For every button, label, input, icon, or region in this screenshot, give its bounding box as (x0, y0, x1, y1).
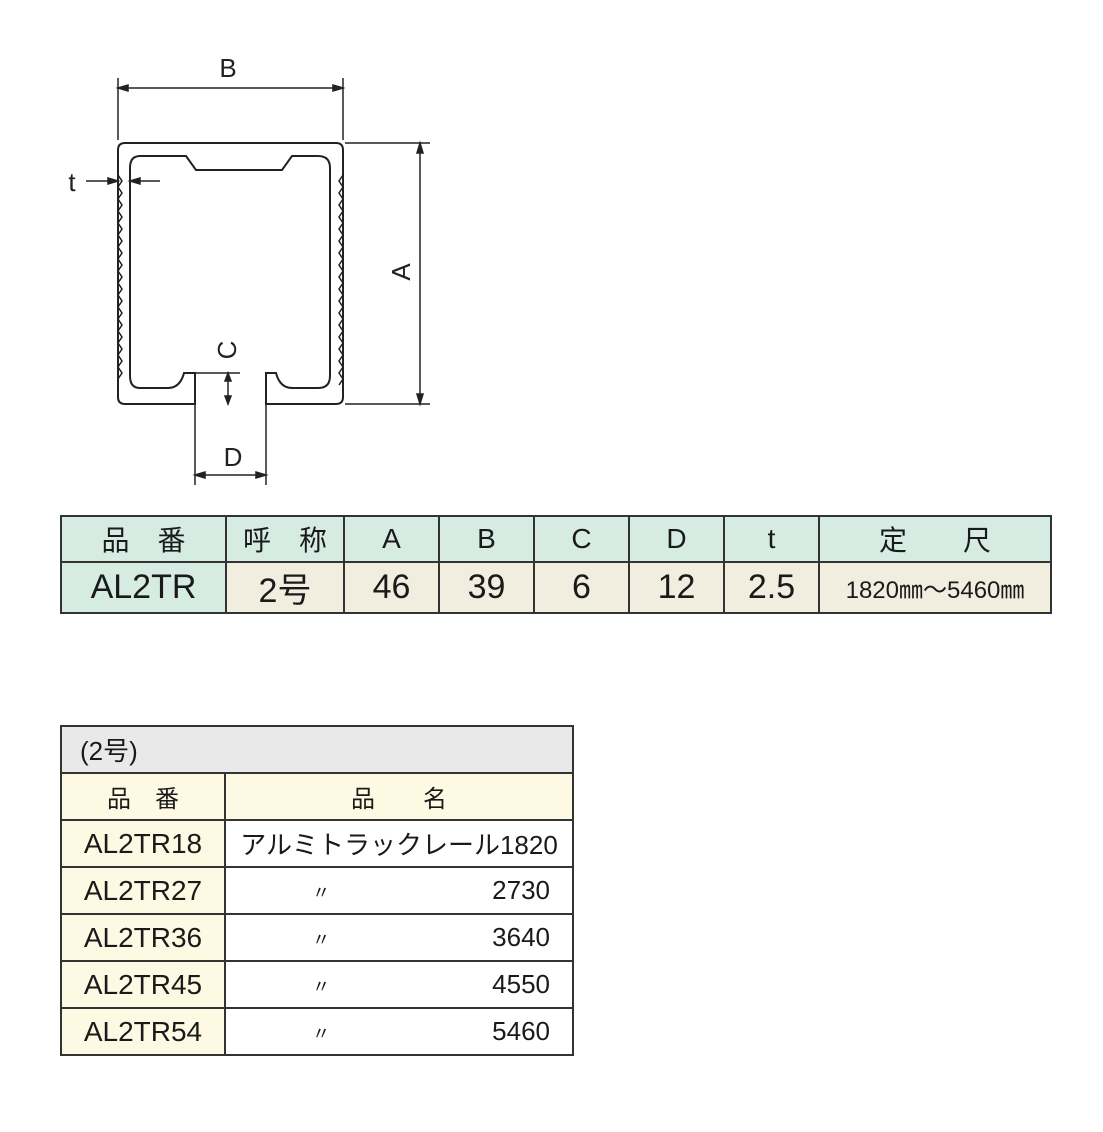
product-name: 4550 (492, 969, 550, 999)
header-t: t (723, 515, 820, 563)
product-table-title: (2号) (60, 725, 574, 774)
product-code: AL2TR45 (60, 960, 226, 1009)
product-code: AL2TR27 (60, 866, 226, 915)
value-d: 12 (628, 561, 725, 614)
table-row: AL2TR54 〃 5460 (60, 1007, 574, 1056)
label-a: A (386, 263, 416, 281)
value-a: 46 (343, 561, 440, 614)
product-code: AL2TR18 (60, 819, 226, 868)
table-row: AL2TR18 アルミトラックレール1820 (60, 819, 574, 868)
dimension-lines (86, 78, 430, 485)
value-b: 39 (438, 561, 535, 614)
rail-cross-section-drawing: B A t C D (68, 53, 430, 485)
label-t: t (68, 167, 76, 197)
value-code: AL2TR (60, 561, 227, 614)
product-name: 5460 (492, 1016, 550, 1046)
value-size: 2号 (225, 561, 345, 614)
header-name: 品 名 (224, 772, 574, 821)
product-header-row: 品 番 品 名 (60, 772, 574, 821)
header-b: B (438, 515, 535, 563)
header-size: 呼 称 (225, 515, 345, 563)
ditto-mark: 〃 (312, 977, 331, 997)
header-c: C (533, 515, 630, 563)
rail-profile (117, 142, 344, 405)
spec-value-row: AL2TR 2号 46 39 6 12 2.5 1820㎜〜5460㎜ (60, 561, 1052, 614)
ditto-mark: 〃 (312, 930, 331, 950)
value-length: 1820㎜〜5460㎜ (818, 561, 1052, 614)
label-d: D (224, 442, 243, 472)
header-d: D (628, 515, 725, 563)
label-b: B (219, 53, 236, 83)
table-row: AL2TR45 〃 4550 (60, 960, 574, 1009)
product-code: AL2TR36 (60, 913, 226, 962)
product-table: (2号) 品 番 品 名 AL2TR18 アルミトラックレール1820 AL2T… (60, 725, 574, 1056)
ditto-mark: 〃 (312, 1024, 331, 1044)
product-name: 2730 (492, 875, 550, 905)
header-length: 定 尺 (818, 515, 1052, 563)
ditto-mark: 〃 (312, 883, 331, 903)
label-c: C (212, 341, 242, 360)
value-c: 6 (533, 561, 630, 614)
spec-header-row: 品 番 呼 称 A B C D t 定 尺 (60, 515, 1052, 563)
product-code: AL2TR54 (60, 1007, 226, 1056)
product-name: アルミトラックレール1820 (224, 819, 574, 868)
table-row: AL2TR36 〃 3640 (60, 913, 574, 962)
value-t: 2.5 (723, 561, 820, 614)
spec-table: 品 番 呼 称 A B C D t 定 尺 AL2TR 2号 46 39 6 1… (60, 515, 1052, 614)
header-a: A (343, 515, 440, 563)
table-row: AL2TR27 〃 2730 (60, 866, 574, 915)
header-code: 品 番 (60, 515, 227, 563)
product-name: 3640 (492, 922, 550, 952)
header-code: 品 番 (60, 772, 226, 821)
